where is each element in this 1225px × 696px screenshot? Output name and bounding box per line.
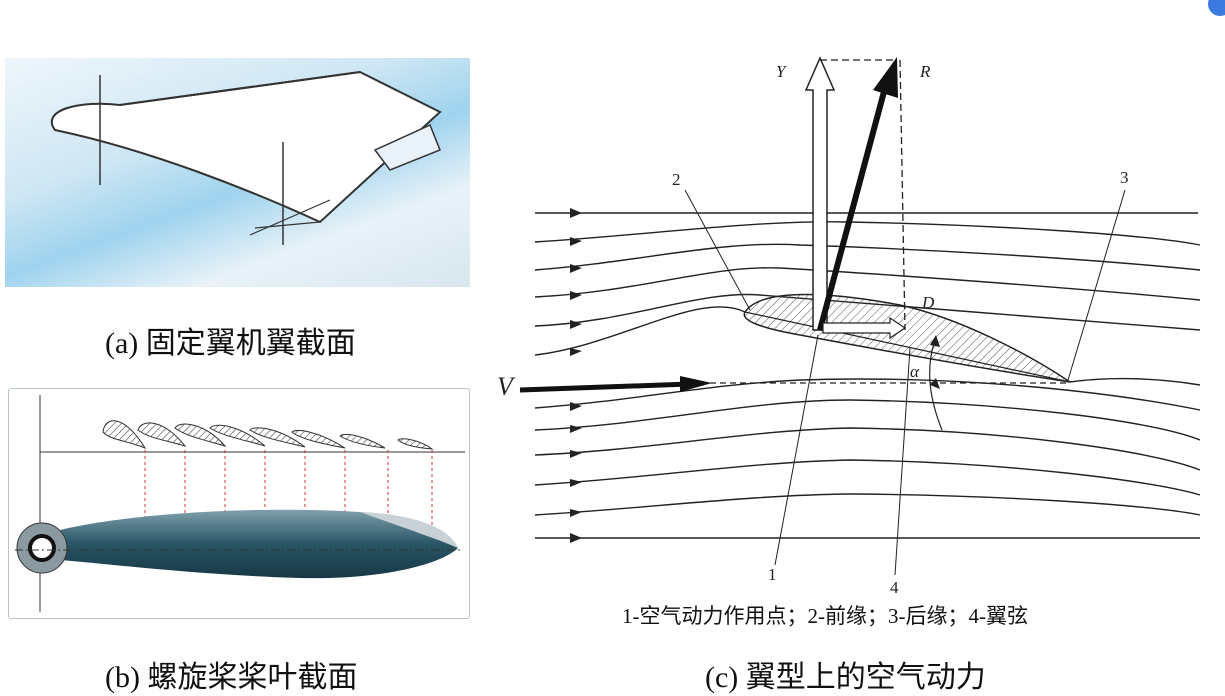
wing-airfoil-outline xyxy=(50,70,442,224)
label-3: 3 xyxy=(1120,168,1129,187)
drag-arrow-D xyxy=(822,316,907,340)
caption-a: (a) 固定翼机翼截面 xyxy=(105,327,356,360)
caption-c: (c) 翼型上的空气动力 xyxy=(705,661,986,694)
resultant-arrow-R xyxy=(817,87,888,331)
lift-arrow-Y xyxy=(804,56,836,331)
velocity-arrow xyxy=(519,381,691,393)
label-4: 4 xyxy=(890,578,899,597)
label-R: R xyxy=(920,62,931,81)
legend-text: 1-空气动力作用点；2-前缘；3-后缘；4-翼弦 xyxy=(622,604,1028,628)
label-2: 2 xyxy=(672,170,681,189)
label-V: V xyxy=(497,372,513,401)
propeller-blade xyxy=(60,509,458,579)
blade-section-profiles xyxy=(102,420,434,450)
airfoil-profile xyxy=(743,293,1071,383)
propeller-section-panel xyxy=(8,388,470,619)
label-Y: Y xyxy=(776,62,786,81)
label-D: D xyxy=(922,293,935,312)
streamlines xyxy=(534,212,1201,539)
label-alpha: α xyxy=(910,362,919,381)
caption-b: (b) 螺旋桨桨叶截面 xyxy=(105,661,358,694)
corner-badge-icon[interactable] xyxy=(1208,0,1225,16)
label-1: 1 xyxy=(768,565,777,584)
chord-line xyxy=(744,311,1071,383)
streamline-arrowheads xyxy=(570,208,582,543)
